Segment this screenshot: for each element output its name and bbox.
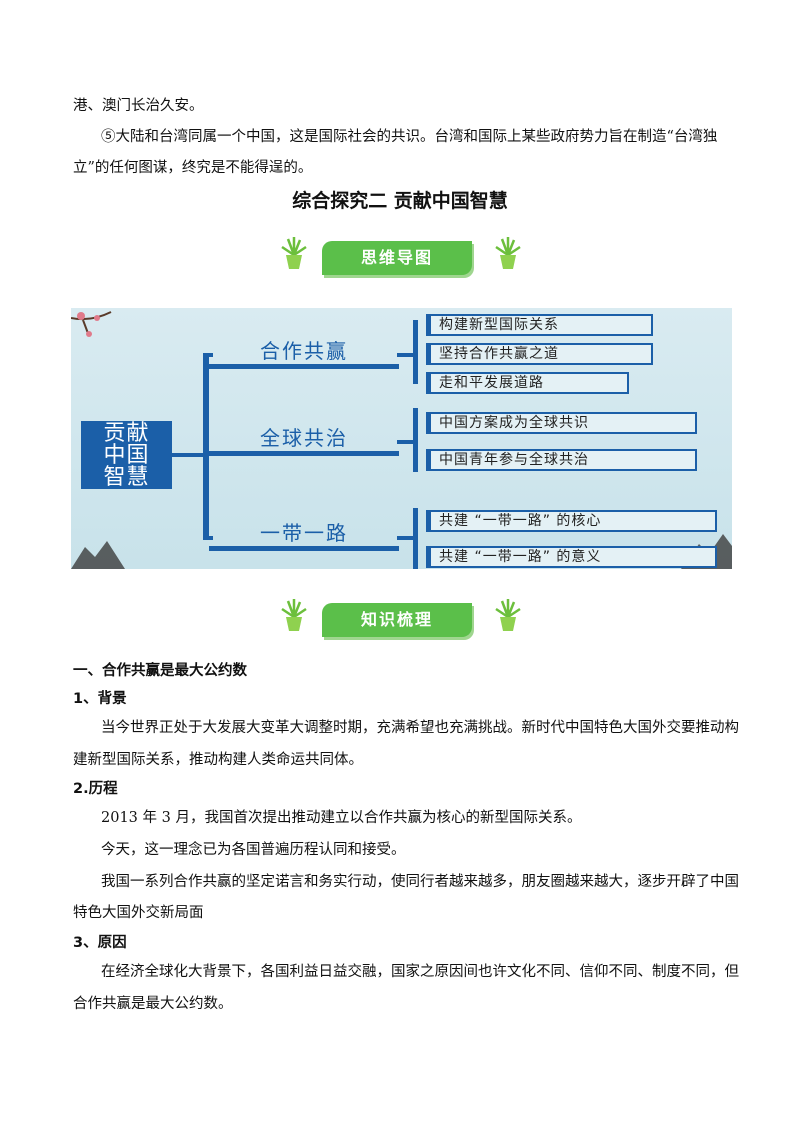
paragraph-line: 特色大国外交新局面: [73, 905, 204, 921]
paragraph-line: 我国一系列合作共赢的坚定诺言和务实行动，使同行者越来越多，朋友圈越来越大，逐步开…: [101, 874, 739, 890]
leaf-item: 共建 “一带一路” 的核心: [426, 510, 717, 532]
mindmap-banner: 思维导图: [270, 232, 530, 280]
paragraph-line: 合作共赢是最大公约数。: [73, 996, 233, 1012]
plant-icon: [495, 599, 521, 631]
leaf-item: 构建新型国际关系: [426, 314, 653, 336]
connector: [397, 353, 417, 357]
subheading: 2.历程: [73, 781, 118, 797]
paragraph-line: 在经济全球化大背景下，各国利益日益交融，国家之原因间也许文化不同、信仰不同、制度…: [101, 964, 739, 980]
paragraph-line: 2013 年 3 月，我国首次提出推动建立以合作共赢为核心的新型国际关系。: [101, 810, 582, 826]
text-line: ⑤大陆和台湾同属一个中国，这是国际社会的共识。台湾和国际上某些政府势力旨在制造“…: [101, 129, 718, 145]
branch-cooperation: 合作共赢: [209, 338, 399, 369]
trunk-line: [203, 353, 209, 539]
banner-tab: 知识梳理: [322, 603, 472, 637]
paragraph-line: 当今世界正处于大发展大变革大调整时期，充满希望也充满挑战。新时代中国特色大国外交…: [101, 720, 739, 736]
connector: [397, 536, 417, 540]
subheading: 1、背景: [73, 691, 127, 707]
plant-icon: [281, 237, 307, 269]
knowledge-banner: 知识梳理: [270, 594, 530, 642]
connector: [203, 536, 213, 540]
banner-tab: 思维导图: [322, 241, 472, 275]
mountain-decoration: [71, 541, 125, 569]
leaf-item: 坚持合作共赢之道: [426, 343, 653, 365]
branch-global-governance: 全球共治: [209, 425, 399, 456]
connector: [172, 453, 204, 457]
section-title: 综合探究二 贡献中国智慧: [292, 190, 508, 212]
branch-belt-and-road: 一带一路: [209, 520, 399, 551]
connector: [203, 353, 213, 357]
brace-line: [413, 320, 418, 384]
subheading: 3、原因: [73, 935, 127, 951]
mindmap-root: 贡献 中国 智慧: [81, 421, 172, 489]
text-line: 立”的任何图谋，终究是不能得逞的。: [73, 160, 313, 176]
paragraph-line: 今天，这一理念已为各国普遍历程认同和接受。: [101, 842, 406, 858]
leaf-item: 共建 “一带一路” 的意义: [426, 546, 717, 568]
heading: 一、合作共赢是最大公约数: [73, 663, 247, 679]
plant-icon: [495, 237, 521, 269]
mind-map: 贡献 中国 智慧 合作共赢 构建新型国际关系 坚持合作共赢之道 走和平发展道路 …: [71, 308, 732, 569]
paragraph-line: 建新型国际关系，推动构建人类命运共同体。: [73, 752, 363, 768]
connector: [397, 440, 417, 444]
leaf-item: 走和平发展道路: [426, 372, 629, 394]
leaf-item: 中国青年参与全球共治: [426, 449, 697, 471]
text-line: 港、澳门长治久安。: [73, 98, 204, 114]
plant-icon: [281, 599, 307, 631]
plum-blossom-decoration: [71, 311, 112, 337]
leaf-item: 中国方案成为全球共识: [426, 412, 697, 434]
